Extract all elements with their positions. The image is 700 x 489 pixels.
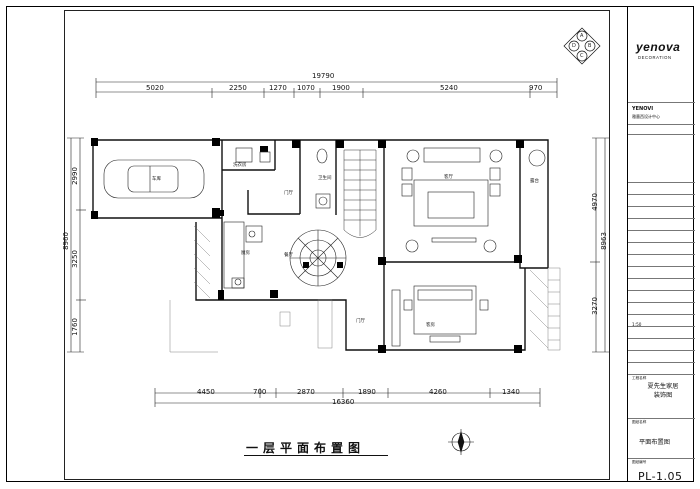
top-dimension-lines bbox=[95, 78, 558, 98]
tb-divider bbox=[628, 254, 695, 255]
tb-divider bbox=[628, 134, 695, 135]
room-label-hall: 门厅 bbox=[284, 191, 293, 196]
room-label-dining: 餐厅 bbox=[284, 253, 293, 258]
tb-divider bbox=[628, 290, 695, 291]
dim-bottom-seg-3: 2870 bbox=[297, 388, 315, 396]
right-dimension-lines bbox=[590, 137, 609, 353]
tb-divider bbox=[628, 206, 695, 207]
tb-divider bbox=[628, 314, 695, 315]
dim-right-overall: 8963 bbox=[600, 232, 608, 250]
title-block: yenova DECORATION YENOVI 雅墨西设计中心 1:50 工程… bbox=[627, 6, 695, 483]
tb-divider bbox=[628, 278, 695, 279]
room-label-bath: 卫生间 bbox=[318, 176, 332, 181]
dim-bottom-overall: 16360 bbox=[332, 398, 355, 406]
walls bbox=[92, 139, 549, 351]
tb-divider bbox=[628, 338, 695, 339]
tb-divider bbox=[628, 326, 695, 327]
tb-divider bbox=[628, 218, 695, 219]
drawing-number: PL-1.05 bbox=[638, 470, 683, 483]
compass-label-d: D bbox=[572, 43, 576, 49]
plan-title: 一层平面布置图 bbox=[246, 441, 366, 455]
compass-label-a: A bbox=[580, 33, 584, 39]
columns bbox=[91, 138, 524, 353]
staircase bbox=[343, 149, 377, 238]
tb-divider bbox=[628, 362, 695, 363]
dim-top-overall: 19790 bbox=[312, 72, 335, 80]
brand2-logo: YENOVI bbox=[632, 106, 654, 112]
dim-bottom-seg-1: 4450 bbox=[197, 388, 215, 396]
tb-divider bbox=[628, 458, 695, 459]
room-label-entry: 门厅 bbox=[356, 319, 365, 324]
project-name: 夏先生家居 装饰图 bbox=[641, 382, 685, 400]
room-label-living: 客厅 bbox=[444, 175, 453, 180]
dining-table bbox=[289, 229, 347, 287]
brand-logo: yenova bbox=[636, 40, 681, 54]
room-label-garage: 车库 bbox=[152, 177, 161, 182]
room-label-kitchen: 厨房 bbox=[241, 251, 250, 256]
dim-bottom-seg-6: 1340 bbox=[502, 388, 520, 396]
plan-title-underline bbox=[244, 455, 388, 456]
bath-fixtures bbox=[235, 147, 331, 209]
dim-right-seg-1: 4970 bbox=[591, 193, 599, 211]
tb-divider bbox=[628, 350, 695, 351]
dim-top-seg-3: 1270 bbox=[269, 84, 287, 92]
compass-rose bbox=[563, 27, 601, 65]
project-name-line2: 装饰图 bbox=[653, 392, 673, 399]
tb-divider bbox=[628, 374, 695, 375]
drawing-name-label: 图纸名称 bbox=[632, 420, 647, 424]
left-dimension-lines bbox=[67, 137, 86, 353]
dim-bottom-seg-4: 1890 bbox=[358, 388, 376, 396]
bottom-dimension-lines bbox=[154, 388, 541, 407]
drawing-name: 平面布置图 bbox=[639, 439, 670, 446]
room-label-laundry: 洗衣房 bbox=[233, 163, 247, 168]
dim-top-seg-1: 5020 bbox=[146, 84, 164, 92]
tb-divider bbox=[628, 230, 695, 231]
compass-label-c: C bbox=[580, 53, 584, 59]
car-outline bbox=[103, 159, 205, 199]
project-name-line1: 夏先生家居 bbox=[647, 383, 679, 390]
tb-divider bbox=[628, 124, 695, 125]
dim-left-overall: 8960 bbox=[62, 232, 70, 250]
dim-top-seg-6: 5240 bbox=[440, 84, 458, 92]
north-arrow bbox=[448, 429, 474, 455]
sheet-border bbox=[6, 6, 694, 482]
tb-divider bbox=[628, 302, 695, 303]
scale-value: 1:50 bbox=[632, 322, 642, 327]
dim-left-seg-2: 3250 bbox=[71, 250, 79, 268]
compass-label-b: B bbox=[588, 43, 592, 49]
room-label-guest: 客房 bbox=[426, 323, 435, 328]
plan-frame bbox=[64, 10, 610, 480]
room-label-terrace: 露台 bbox=[530, 179, 539, 184]
dim-left-seg-3: 1760 bbox=[71, 318, 79, 336]
guest-bed bbox=[391, 285, 489, 347]
dim-left-seg-1: 2990 bbox=[71, 167, 79, 185]
dim-top-seg-2: 2250 bbox=[229, 84, 247, 92]
dim-bottom-seg-5: 4260 bbox=[429, 388, 447, 396]
tb-divider bbox=[628, 182, 695, 183]
tb-divider bbox=[628, 418, 695, 419]
dim-top-seg-5: 1900 bbox=[332, 84, 350, 92]
tb-divider bbox=[628, 242, 695, 243]
dim-right-seg-2: 3270 bbox=[591, 297, 599, 315]
kitchen-fixtures bbox=[223, 221, 263, 289]
brand-subtitle: DECORATION bbox=[638, 55, 672, 60]
tb-divider bbox=[628, 102, 695, 103]
dim-top-seg-7: 970 bbox=[529, 84, 543, 92]
drawing-number-label: 图纸编号 bbox=[632, 460, 647, 464]
dim-bottom-seg-2: 700 bbox=[253, 388, 267, 396]
living-furniture bbox=[401, 147, 546, 253]
tb-divider bbox=[628, 266, 695, 267]
dim-top-seg-4: 1070 bbox=[297, 84, 315, 92]
tb-divider bbox=[628, 194, 695, 195]
project-label: 工程名称 bbox=[632, 376, 647, 380]
brand2-subtitle: 雅墨西设计中心 bbox=[632, 114, 660, 119]
terrace-hatch bbox=[169, 225, 561, 353]
